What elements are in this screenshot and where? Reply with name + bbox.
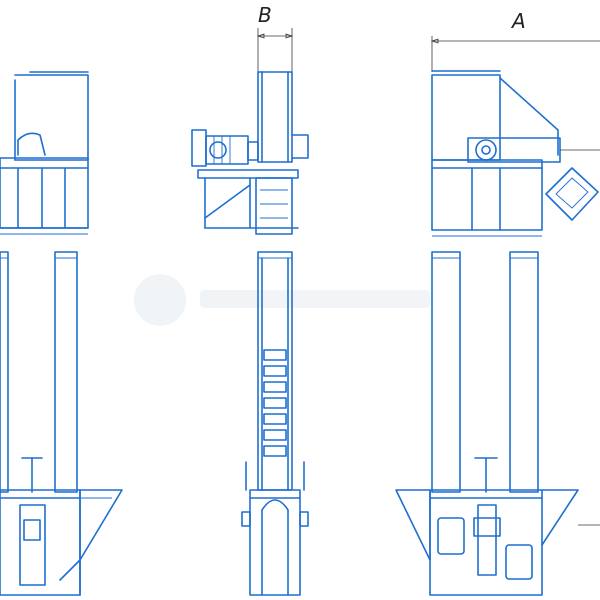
dimension-label-a: A [510,9,526,33]
drive-motor [191,129,259,167]
discharge-spout [545,167,599,221]
left-side-view [0,71,123,596]
bucket-chain [263,349,287,457]
front-view: B [191,3,309,596]
dimension-b: B [256,3,294,72]
dimension-label-b: B [258,3,272,27]
watermark [134,274,430,326]
dimension-a: A [430,9,600,72]
right-side-view: A [395,9,600,596]
